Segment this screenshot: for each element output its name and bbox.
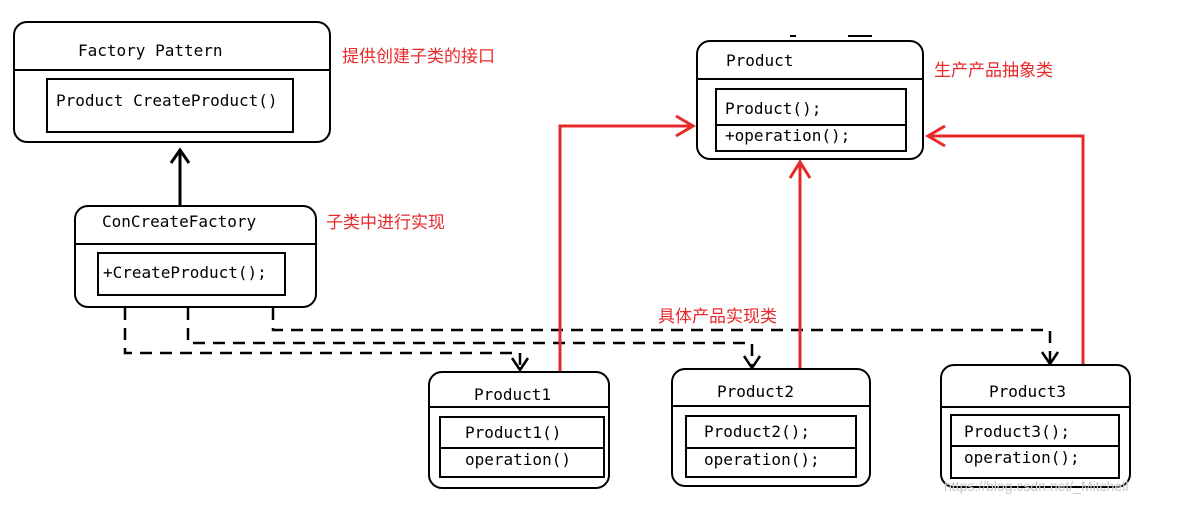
- create-product3-arrow: [271, 308, 1052, 362]
- concrete-products-note: 具体产品实现类: [658, 307, 777, 327]
- create-product2-arrowhead: [742, 355, 762, 371]
- product-note: 生产产品抽象类: [934, 61, 1053, 81]
- product2-method-constructor: Product2();: [704, 422, 810, 441]
- row-divider: [717, 124, 905, 126]
- product-class: Product Product(); +operation();: [696, 40, 924, 160]
- class-divider: [673, 405, 869, 407]
- product1-class: Product1 Product1() operation(): [428, 371, 610, 489]
- watermark: https://blog.csdn.net/_Mitchell: [944, 478, 1129, 494]
- product1-method-operation: operation(): [465, 450, 571, 469]
- product1-methods-box: Product1() operation(): [439, 416, 605, 478]
- product2-methods-box: Product2(); operation();: [685, 415, 857, 478]
- concrete-factory-class: ConCreateFactory +CreateProduct();: [74, 205, 317, 308]
- row-divider: [441, 447, 603, 449]
- factory-pattern-title: Factory Pattern: [78, 41, 223, 60]
- create-product1-arrow: [123, 308, 522, 368]
- factory-note: 提供创建子类的接口: [342, 47, 495, 67]
- product2-method-operation: operation();: [704, 450, 820, 469]
- product2-implements-arrow: [788, 159, 812, 368]
- product2-class: Product2 Product2(); operation();: [671, 368, 871, 487]
- product1-title: Product1: [474, 385, 552, 404]
- class-divider: [76, 243, 315, 245]
- concrete-factory-note: 子类中进行实现: [326, 213, 445, 233]
- product-method-constructor: Product();: [725, 99, 822, 118]
- product-title: Product: [726, 51, 794, 70]
- class-divider: [15, 69, 329, 71]
- product3-method-constructor: Product3();: [964, 422, 1070, 441]
- product-methods-box: Product(); +operation();: [715, 88, 907, 152]
- product2-title: Product2: [717, 382, 795, 401]
- product1-method-constructor: Product1(): [465, 423, 562, 442]
- create-product2-arrow: [186, 308, 754, 366]
- product-method-operation: +operation();: [725, 126, 851, 145]
- product3-implements-arrow: [925, 124, 1085, 366]
- concrete-factory-method: +CreateProduct();: [103, 263, 267, 282]
- factory-inheritance-arrow: [169, 147, 191, 205]
- class-divider: [430, 406, 608, 408]
- row-divider: [687, 447, 855, 449]
- concrete-factory-title: ConCreateFactory: [102, 212, 257, 231]
- product3-methods-box: Product3(); operation();: [950, 414, 1120, 479]
- factory-pattern-class: Factory Pattern Product CreateProduct(): [13, 21, 331, 143]
- create-product1-arrowhead: [510, 357, 530, 373]
- factory-method: Product CreateProduct(): [56, 91, 278, 110]
- row-divider: [952, 445, 1118, 447]
- product3-title: Product3: [989, 382, 1067, 401]
- product3-method-operation: operation();: [964, 448, 1080, 467]
- class-divider: [698, 78, 922, 80]
- class-divider: [942, 406, 1129, 408]
- product1-implements-arrow: [558, 114, 696, 372]
- factory-method-box: Product CreateProduct(): [46, 78, 294, 133]
- concrete-factory-method-box: +CreateProduct();: [97, 252, 286, 296]
- product3-class: Product3 Product3(); operation();: [940, 364, 1131, 488]
